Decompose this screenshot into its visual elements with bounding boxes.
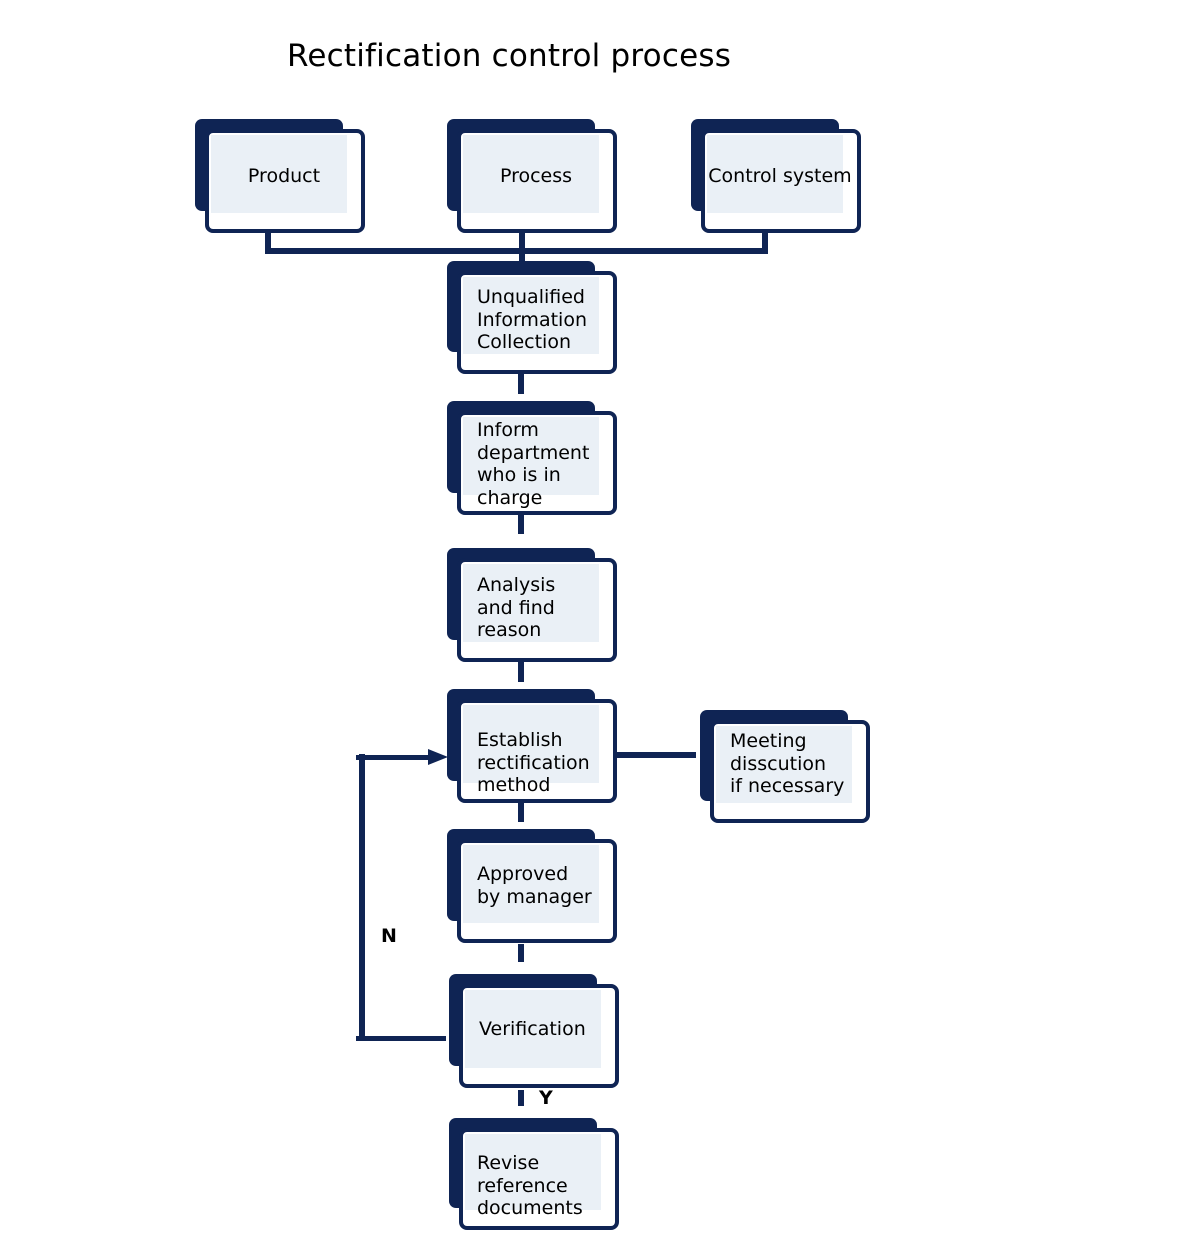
connector-step-4-5 <box>518 800 524 822</box>
box-product-label: Product <box>247 164 321 187</box>
box-approved-by-manager-label: Approved by manager <box>477 863 592 908</box>
box-unqualified-information: Unqualified Information Collection <box>447 261 617 374</box>
loop-arrowhead-icon <box>428 749 448 765</box>
connector-sources-bar <box>265 248 768 254</box>
box-meeting-discussion-label: Meeting disscution if necessary <box>730 730 845 797</box>
box-establish-method-label: Establish rectification method <box>477 729 590 796</box>
box-revise-documents: Revise reference documents <box>449 1118 619 1230</box>
branch-label-yes: Y <box>539 1087 553 1109</box>
box-inform-department-label: Inform department who is in charge <box>477 419 590 509</box>
box-approved-by-manager: Approved by manager <box>447 829 617 943</box>
box-establish-method: Establish rectification method <box>447 689 617 803</box>
connector-product-down <box>265 228 271 254</box>
connector-step-2-3 <box>518 510 524 534</box>
box-inform-department: Inform department who is in charge <box>447 401 617 515</box>
box-process-label: Process <box>499 164 573 187</box>
box-analysis: Analysis and find reason <box>447 548 617 662</box>
box-process: Process <box>447 119 617 233</box>
loop-bottom-line <box>356 1036 446 1041</box>
box-meeting-discussion: Meeting disscution if necessary <box>700 710 870 823</box>
connector-process-down <box>519 226 525 268</box>
box-product: Product <box>195 119 365 233</box>
box-control-system: Control system <box>691 119 861 233</box>
connector-meeting <box>616 752 696 758</box>
box-analysis-label: Analysis and find reason <box>477 574 556 641</box>
loop-top-line <box>356 755 432 760</box>
connector-step-6-7 <box>518 1090 524 1106</box>
loop-vertical-line <box>359 754 365 1041</box>
connector-step-3-4 <box>518 658 524 682</box>
connector-control-down <box>762 228 768 254</box>
connector-step-5-6 <box>518 944 524 962</box>
box-verification-label: Verification <box>479 1018 586 1040</box>
box-revise-documents-label: Revise reference documents <box>477 1152 583 1219</box>
box-control-system-label: Control system <box>708 164 852 187</box>
diagram-title: Rectification control process <box>287 38 732 74</box>
branch-label-no: N <box>381 925 397 947</box>
box-unqualified-information-label: Unqualified Information Collection <box>477 286 587 353</box>
connector-step-1-2 <box>518 368 524 394</box>
box-verification: Verification <box>449 974 619 1088</box>
